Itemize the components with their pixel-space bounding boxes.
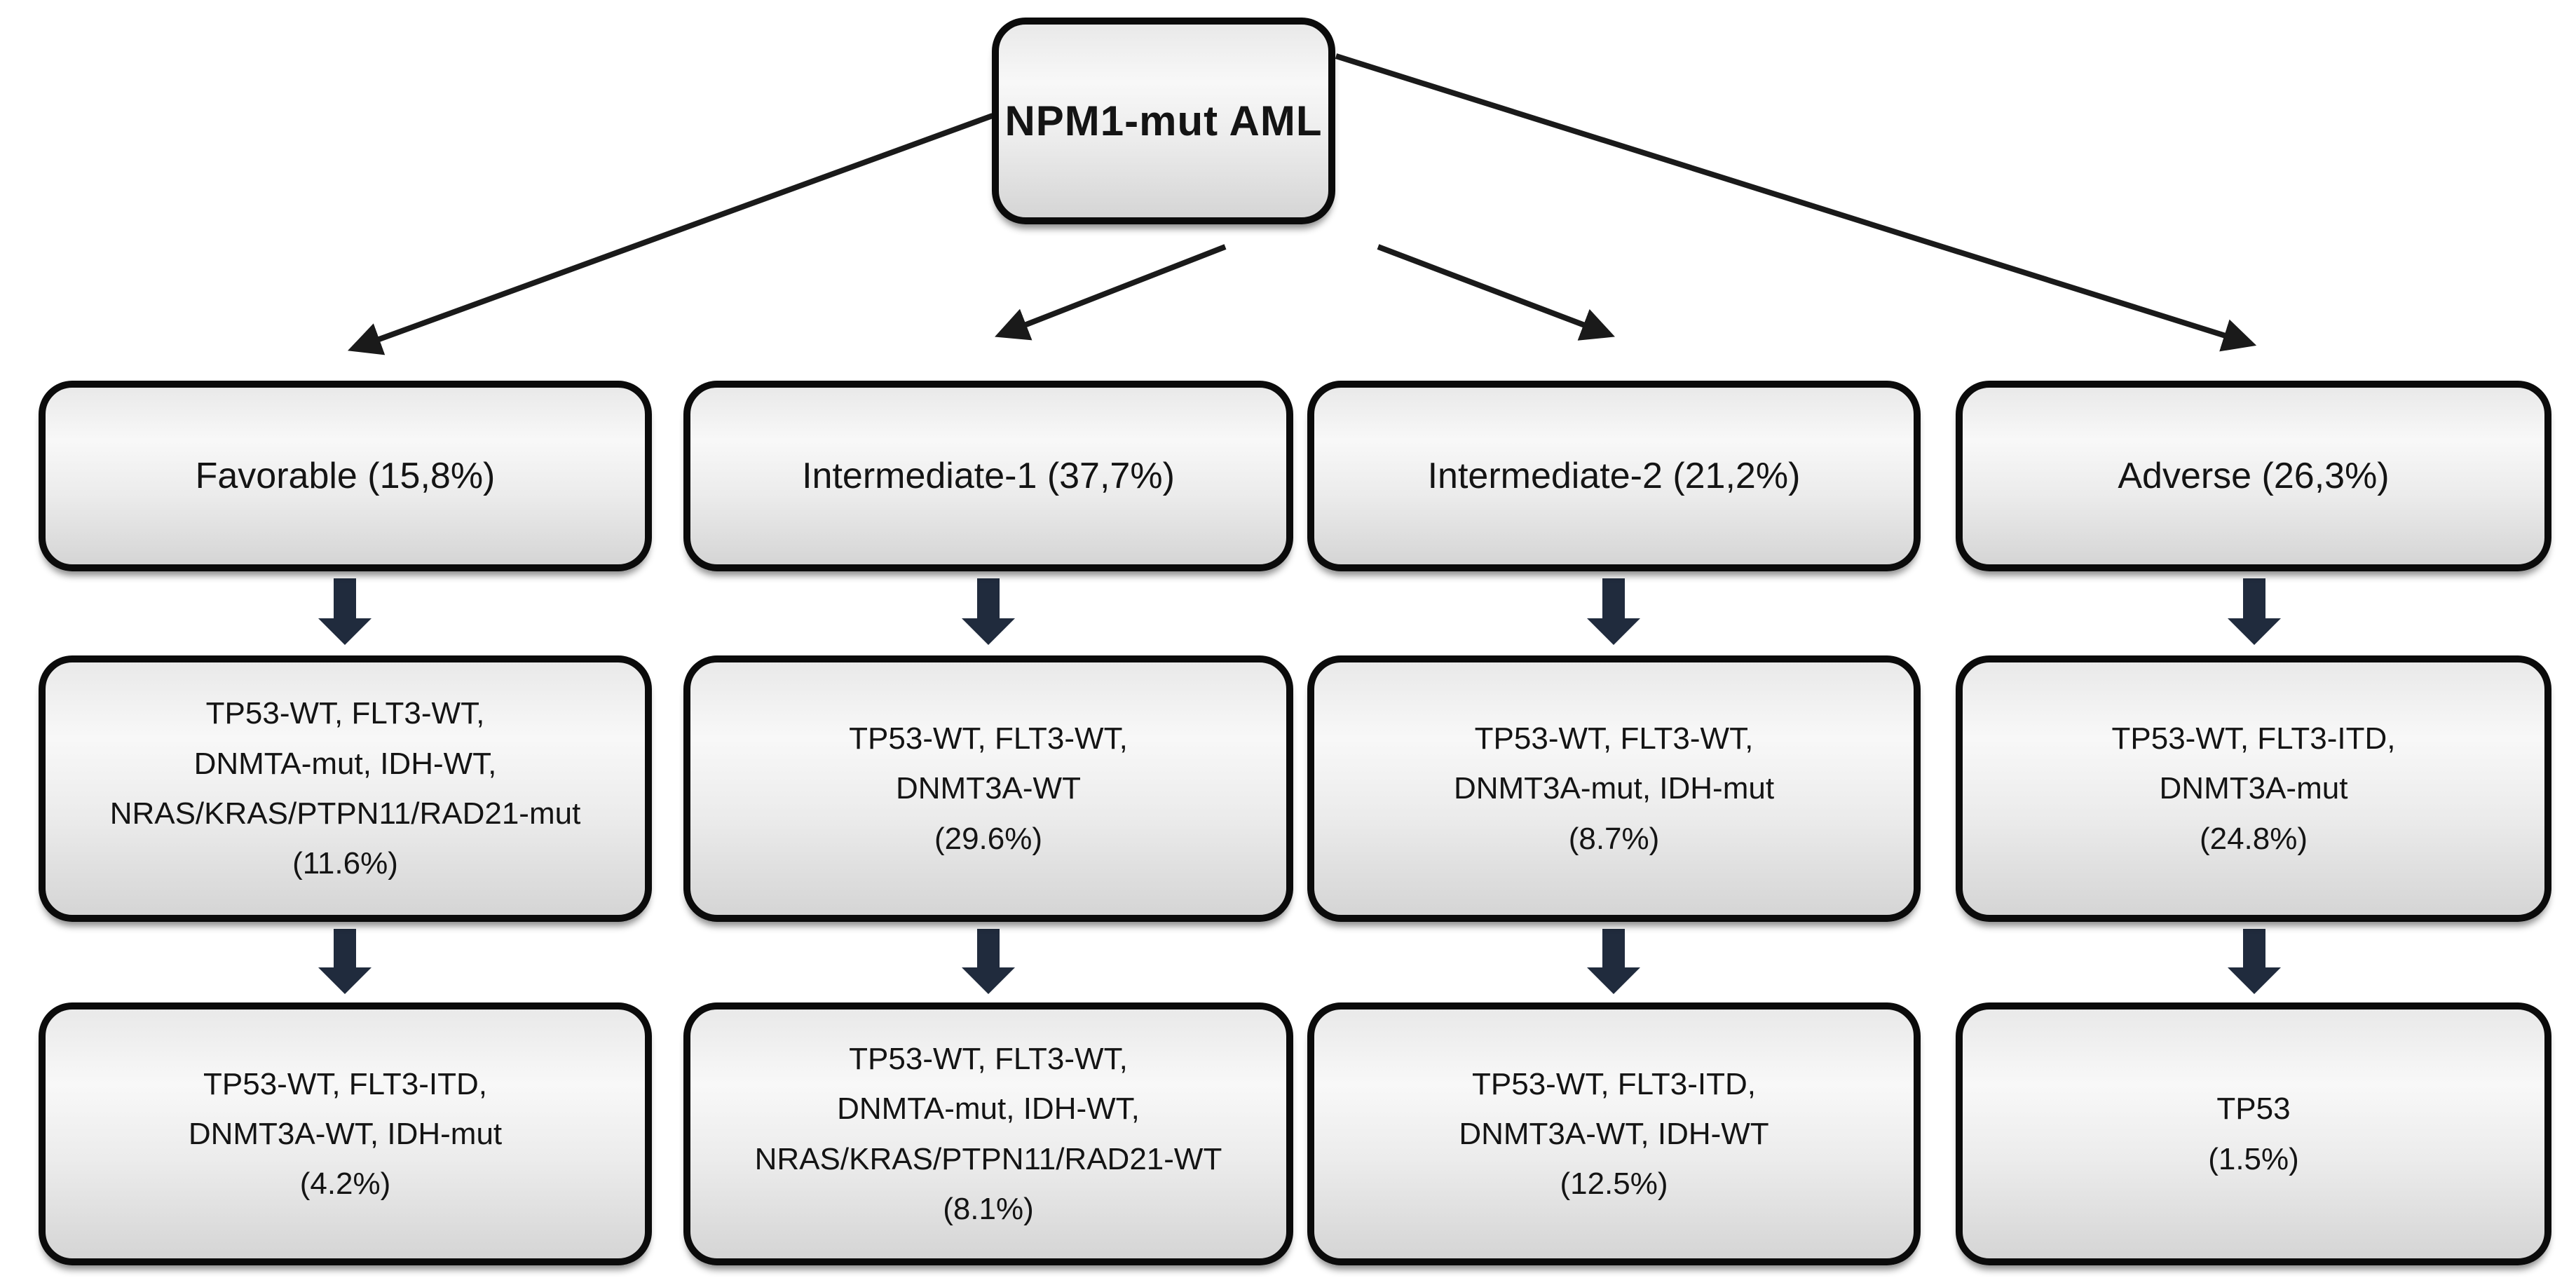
genotype-text: TP53 (1.5%) [2208, 1092, 2299, 1176]
genotype-box-intermediate-2-primary: TP53-WT, FLT3-WT, DNMT3A-mut, IDH-mut (8… [1307, 655, 1921, 922]
category-label: Intermediate-1 (37,7%) [802, 456, 1175, 496]
down-arrow-icon [1587, 578, 1640, 645]
genotype-box-adverse-secondary: TP53 (1.5%) [1956, 1002, 2551, 1265]
genotype-text: TP53-WT, FLT3-WT, DNMTA-mut, IDH-WT, NRA… [754, 1041, 1222, 1226]
down-arrow-icon [2228, 578, 2281, 645]
root-label: NPM1-mut AML [1004, 97, 1323, 144]
down-arrow-icon [318, 578, 372, 645]
branch-arrow-intermediate-1-icon [995, 244, 1227, 341]
root-box: NPM1-mut AML [992, 18, 1335, 224]
genotype-text: TP53-WT, FLT3-ITD, DNMT3A-mut (24.8%) [2111, 721, 2396, 856]
genotype-box-favorable-secondary: TP53-WT, FLT3-ITD, DNMT3A-WT, IDH-mut (4… [39, 1002, 652, 1265]
category-box-intermediate-2: Intermediate-2 (21,2%) [1307, 381, 1921, 571]
category-box-intermediate-1: Intermediate-1 (37,7%) [683, 381, 1293, 571]
branch-arrow-favorable-icon [347, 113, 994, 355]
category-label: Intermediate-2 (21,2%) [1427, 456, 1801, 496]
genotype-box-intermediate-1-primary: TP53-WT, FLT3-WT, DNMT3A-WT (29.6%) [683, 655, 1293, 922]
category-label: Favorable (15,8%) [195, 456, 496, 496]
down-arrow-icon [962, 929, 1015, 994]
genotype-box-intermediate-2-secondary: TP53-WT, FLT3-ITD, DNMT3A-WT, IDH-WT (12… [1307, 1002, 1921, 1265]
branch-arrow-intermediate-2-icon [1377, 244, 1615, 341]
down-arrow-icon [2228, 929, 2281, 994]
genotype-text: TP53-WT, FLT3-ITD, DNMT3A-WT, IDH-mut (4… [188, 1066, 503, 1202]
genotype-box-intermediate-1-secondary: TP53-WT, FLT3-WT, DNMTA-mut, IDH-WT, NRA… [683, 1002, 1293, 1265]
genotype-box-favorable-primary: TP53-WT, FLT3-WT, DNMTA-mut, IDH-WT, NRA… [39, 655, 652, 922]
branch-arrow-adverse-icon [1335, 53, 2257, 352]
genotype-text: TP53-WT, FLT3-WT, DNMT3A-mut, IDH-mut (8… [1453, 721, 1775, 856]
category-box-adverse: Adverse (26,3%) [1956, 381, 2551, 571]
down-arrow-icon [1587, 929, 1640, 994]
genotype-text: TP53-WT, FLT3-WT, DNMT3A-WT (29.6%) [849, 721, 1128, 856]
genotype-box-adverse-primary: TP53-WT, FLT3-ITD, DNMT3A-mut (24.8%) [1956, 655, 2551, 922]
down-arrow-icon [962, 578, 1015, 645]
genotype-text: TP53-WT, FLT3-WT, DNMTA-mut, IDH-WT, NRA… [109, 696, 581, 881]
genotype-text: TP53-WT, FLT3-ITD, DNMT3A-WT, IDH-WT (12… [1459, 1066, 1769, 1202]
category-label: Adverse (26,3%) [2118, 456, 2390, 496]
category-box-favorable: Favorable (15,8%) [39, 381, 652, 571]
down-arrow-icon [318, 929, 372, 994]
